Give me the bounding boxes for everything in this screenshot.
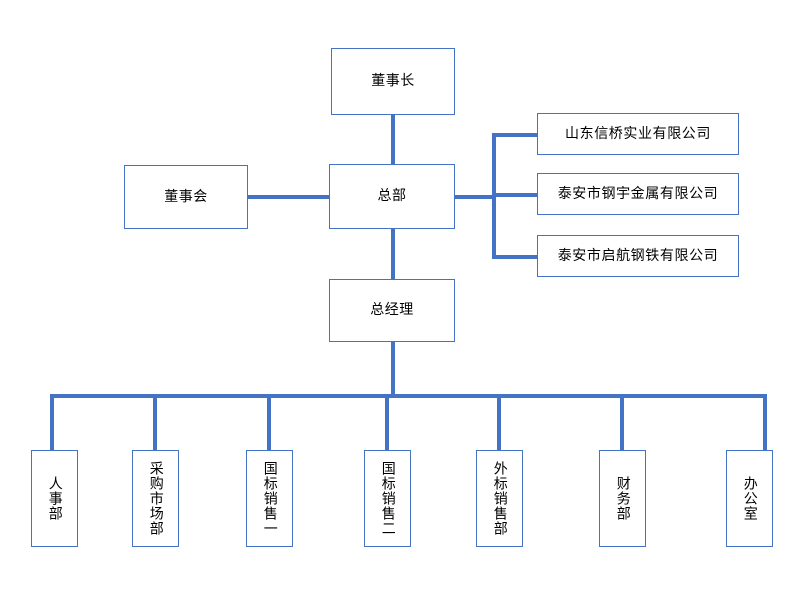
- connector-department-3: [267, 394, 271, 450]
- node-department-4-label: 国标销售二: [379, 461, 396, 536]
- connector-subsidiary-2: [492, 193, 539, 197]
- node-chairman-label: 董事长: [371, 73, 415, 90]
- department-bus-horizontal: [50, 394, 767, 398]
- node-department-2[interactable]: 采购市场部: [132, 450, 179, 547]
- connector-headquarters-general-manager: [391, 227, 395, 281]
- node-subsidiary-2-label: 泰安市钢宇金属有限公司: [557, 185, 719, 202]
- connector-subsidiary-1: [492, 133, 539, 137]
- node-department-1-label: 人事部: [46, 476, 63, 521]
- connector-department-6: [620, 394, 624, 450]
- node-department-3[interactable]: 国标销售一: [246, 450, 293, 547]
- connector-general-manager-bus: [391, 340, 395, 398]
- node-department-1[interactable]: 人事部: [31, 450, 78, 547]
- node-department-6[interactable]: 财务部: [599, 450, 646, 547]
- node-department-7[interactable]: 办公室: [726, 450, 773, 547]
- connector-headquarters-subsidiary-bus: [453, 195, 496, 199]
- node-subsidiary-3-label: 泰安市启航钢铁有限公司: [557, 247, 719, 264]
- node-department-5[interactable]: 外标销售部: [476, 450, 523, 547]
- node-general-manager[interactable]: 总经理: [329, 279, 455, 342]
- connector-board-headquarters: [246, 195, 332, 199]
- node-department-6-label: 财务部: [614, 476, 631, 521]
- connector-department-4: [385, 394, 389, 450]
- node-department-5-label: 外标销售部: [491, 461, 508, 536]
- node-board-of-directors[interactable]: 董事会: [124, 165, 248, 229]
- connector-subsidiary-3: [492, 255, 539, 259]
- node-department-7-label: 办公室: [741, 476, 758, 521]
- node-subsidiary-1[interactable]: 山东信桥实业有限公司: [537, 113, 739, 155]
- connector-department-7: [763, 394, 767, 450]
- node-subsidiary-3[interactable]: 泰安市启航钢铁有限公司: [537, 235, 739, 277]
- node-subsidiary-1-label: 山东信桥实业有限公司: [565, 125, 711, 142]
- connector-chairman-headquarters: [391, 114, 395, 166]
- connector-department-1: [50, 394, 54, 450]
- node-department-4[interactable]: 国标销售二: [364, 450, 411, 547]
- node-department-3-label: 国标销售一: [261, 461, 278, 536]
- connector-department-5: [497, 394, 501, 450]
- node-department-2-label: 采购市场部: [147, 461, 164, 536]
- node-headquarters-label: 总部: [377, 188, 407, 205]
- connector-department-2: [153, 394, 157, 450]
- node-subsidiary-2[interactable]: 泰安市钢宇金属有限公司: [537, 173, 739, 215]
- node-headquarters[interactable]: 总部: [329, 164, 455, 229]
- node-board-label: 董事会: [164, 188, 208, 205]
- node-general-manager-label: 总经理: [370, 302, 414, 319]
- node-chairman[interactable]: 董事长: [331, 48, 455, 115]
